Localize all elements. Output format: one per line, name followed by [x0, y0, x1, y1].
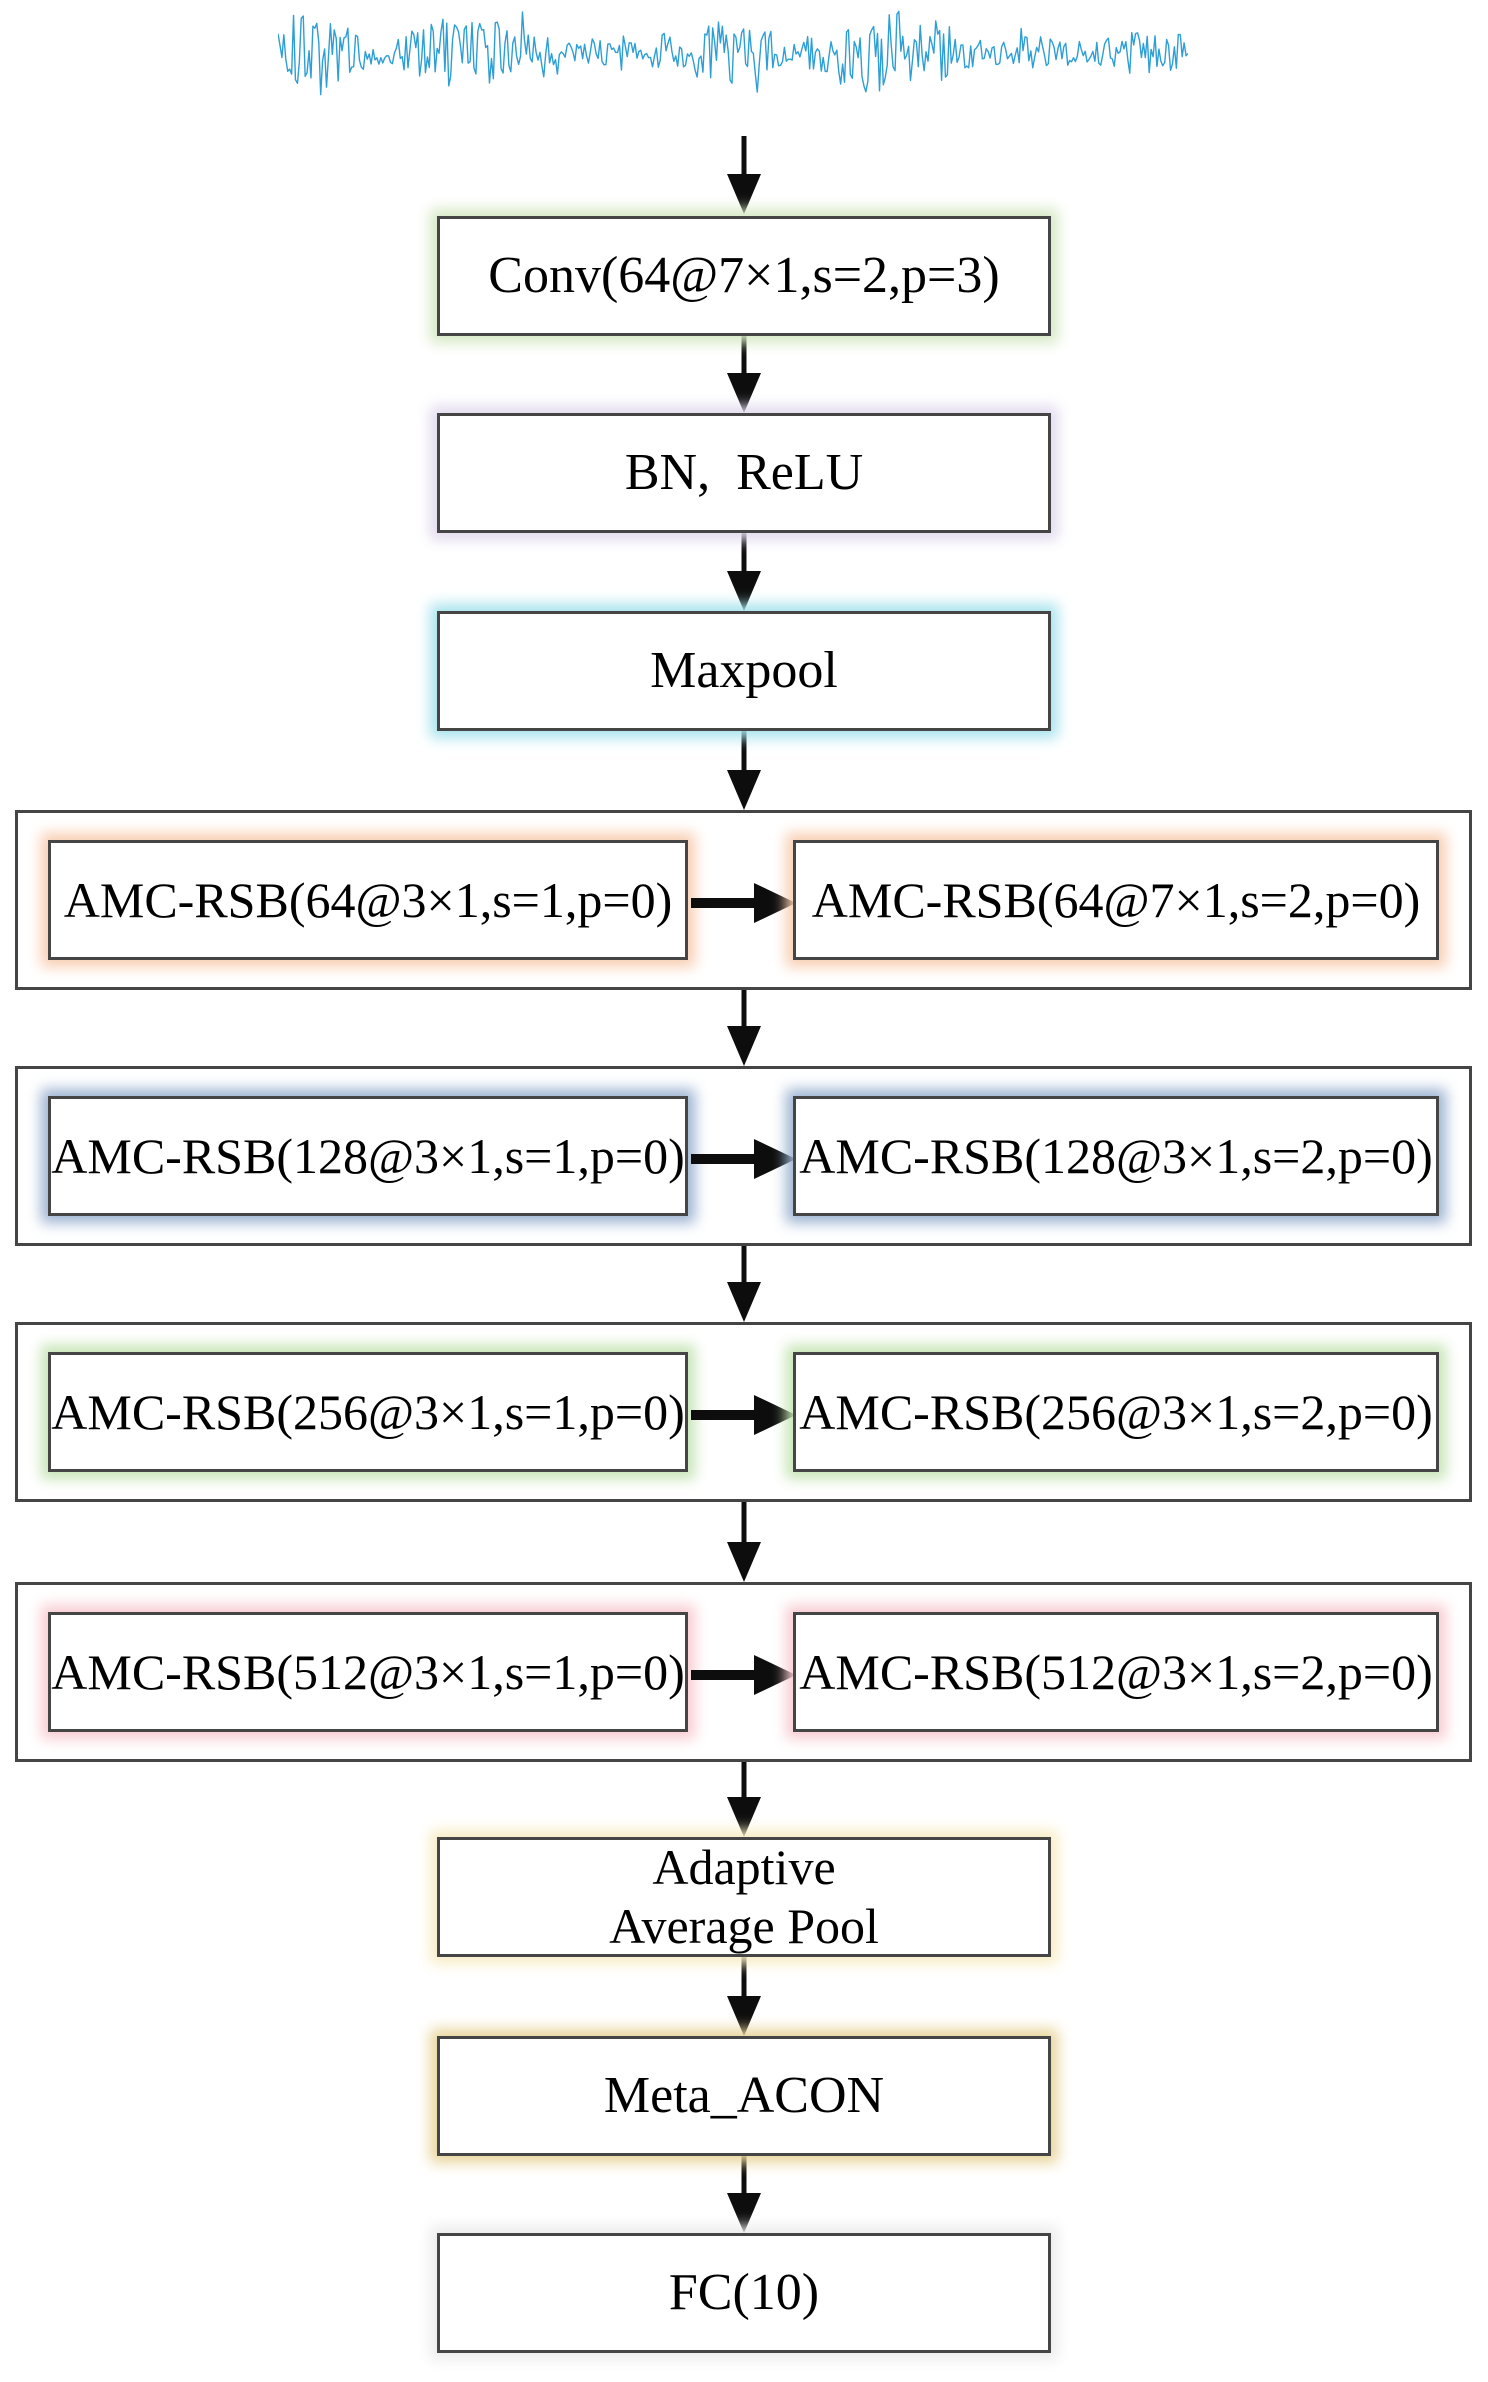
stage2-left-block: AMC-RSB(128@3×1,s=1,p=0) [48, 1096, 688, 1216]
stage4-right-arrow [691, 1654, 796, 1696]
stage3-right-arrow [691, 1394, 796, 1436]
stage3-right-label: AMC-RSB(256@3×1,s=2,p=0) [799, 1384, 1433, 1440]
stage1-right-arrow [691, 882, 796, 924]
adaptive-pool-label-line2: Average Pool [609, 1898, 879, 1954]
stage3-left-block: AMC-RSB(256@3×1,s=1,p=0) [48, 1352, 688, 1472]
stage1-row: AMC-RSB(64@3×1,s=1,p=0) AMC-RSB(64@7×1,s… [15, 810, 1472, 990]
stage1-left-label: AMC-RSB(64@3×1,s=1,p=0) [63, 872, 673, 928]
stage2-row: AMC-RSB(128@3×1,s=1,p=0) AMC-RSB(128@3×1… [15, 1066, 1472, 1246]
stage3-right-block: AMC-RSB(256@3×1,s=2,p=0) [793, 1352, 1439, 1472]
arrow-bn-to-maxpool [725, 533, 763, 611]
waveform-path [278, 10, 1188, 96]
arrow-stage2-to-stage3 [725, 1246, 763, 1322]
bn-relu-block: BN, ReLU [437, 413, 1051, 533]
arrow-stage1-to-stage2 [725, 990, 763, 1066]
stage4-right-block: AMC-RSB(512@3×1,s=2,p=0) [793, 1612, 1439, 1732]
arrow-signal-to-conv [725, 136, 763, 214]
adaptive-average-pool-block: Adaptive Average Pool [437, 1837, 1051, 1957]
maxpool-block: Maxpool [437, 611, 1051, 731]
stage4-left-block: AMC-RSB(512@3×1,s=1,p=0) [48, 1612, 688, 1732]
stage1-left-block: AMC-RSB(64@3×1,s=1,p=0) [48, 840, 688, 960]
stage4-left-label: AMC-RSB(512@3×1,s=1,p=0) [51, 1644, 685, 1700]
fc-block: FC(10) [437, 2233, 1051, 2353]
arrow-stage3-to-stage4 [725, 1502, 763, 1582]
adaptive-pool-label-line1: Adaptive [652, 1839, 836, 1895]
maxpool-label: Maxpool [650, 641, 838, 699]
stage2-left-label: AMC-RSB(128@3×1,s=1,p=0) [51, 1128, 685, 1184]
arrow-stage4-to-adaptive [725, 1762, 763, 1837]
input-signal-waveform [278, 10, 1188, 96]
arrow-adaptive-to-meta [725, 1957, 763, 2036]
stage4-right-label: AMC-RSB(512@3×1,s=2,p=0) [799, 1644, 1433, 1700]
stage1-right-label: AMC-RSB(64@7×1,s=2,p=0) [811, 872, 1421, 928]
arrow-conv-to-bn [725, 336, 763, 413]
fc-label: FC(10) [668, 2263, 820, 2321]
stage1-right-block: AMC-RSB(64@7×1,s=2,p=0) [793, 840, 1439, 960]
stage2-right-block: AMC-RSB(128@3×1,s=2,p=0) [793, 1096, 1439, 1216]
stage3-row: AMC-RSB(256@3×1,s=1,p=0) AMC-RSB(256@3×1… [15, 1322, 1472, 1502]
stage2-right-arrow [691, 1138, 796, 1180]
meta-acon-label: Meta_ACON [603, 2066, 885, 2124]
conv-block: Conv(64@7×1,s=2,p=3) [437, 216, 1051, 336]
meta-acon-block: Meta_ACON [437, 2036, 1051, 2156]
stage3-left-label: AMC-RSB(256@3×1,s=1,p=0) [51, 1384, 685, 1440]
arrow-maxpool-to-stage1 [725, 731, 763, 810]
arrow-meta-to-fc [725, 2156, 763, 2233]
stage4-row: AMC-RSB(512@3×1,s=1,p=0) AMC-RSB(512@3×1… [15, 1582, 1472, 1762]
stage2-right-label: AMC-RSB(128@3×1,s=2,p=0) [799, 1128, 1433, 1184]
conv-label: Conv(64@7×1,s=2,p=3) [488, 246, 1000, 304]
bn-relu-label: BN, ReLU [624, 443, 864, 501]
